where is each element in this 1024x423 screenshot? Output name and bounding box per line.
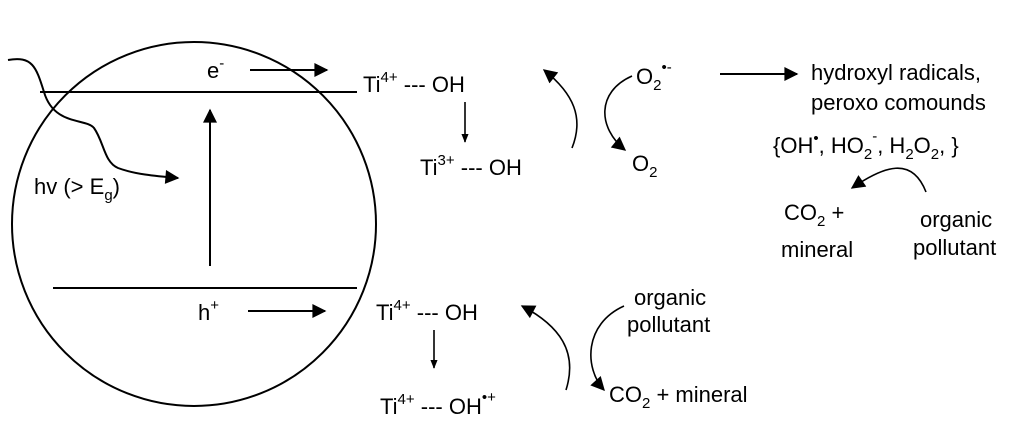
regeneration-arrow-top bbox=[542, 69, 578, 149]
products-line-2: peroxo comounds bbox=[811, 90, 986, 115]
electron-label: e- bbox=[207, 55, 224, 83]
ti4-oh-radical: Ti4+ --- OH•+ bbox=[380, 389, 496, 419]
organic-top-line-1: organic bbox=[920, 207, 992, 232]
reactive-species: {OH•, HO2-, H2O2, } bbox=[773, 128, 959, 163]
organic-bottom-line-2: pollutant bbox=[627, 312, 710, 337]
regeneration-arrow-bottom bbox=[520, 305, 571, 391]
organic-bottom-line-1: organic bbox=[634, 285, 706, 310]
oxygen-label: O2 bbox=[632, 151, 657, 181]
semiconductor-particle bbox=[11, 41, 377, 407]
hole-label: h+ bbox=[198, 297, 219, 325]
superoxide-to-o2-arrow bbox=[604, 75, 633, 151]
ti4-oh-top: Ti4+ --- OH bbox=[363, 69, 465, 97]
degradation-arrow-top bbox=[850, 167, 927, 193]
co2-top: CO2 + bbox=[784, 200, 844, 230]
mineral-top: mineral bbox=[781, 237, 853, 262]
organic-top-line-2: pollutant bbox=[913, 235, 996, 260]
pollutant-degradation-arrow bbox=[590, 305, 625, 392]
ti3-oh: Ti3+ --- OH bbox=[420, 152, 522, 180]
photon-label: hv (> Eg) bbox=[34, 174, 120, 204]
ti4-oh-bottom: Ti4+ --- OH bbox=[376, 297, 478, 325]
products-line-1: hydroxyl radicals, bbox=[811, 60, 981, 85]
photon-wave-arrow bbox=[7, 58, 180, 184]
superoxide-label: O2•- bbox=[636, 59, 672, 94]
co2-mineral-bottom: CO2 + mineral bbox=[609, 382, 748, 412]
